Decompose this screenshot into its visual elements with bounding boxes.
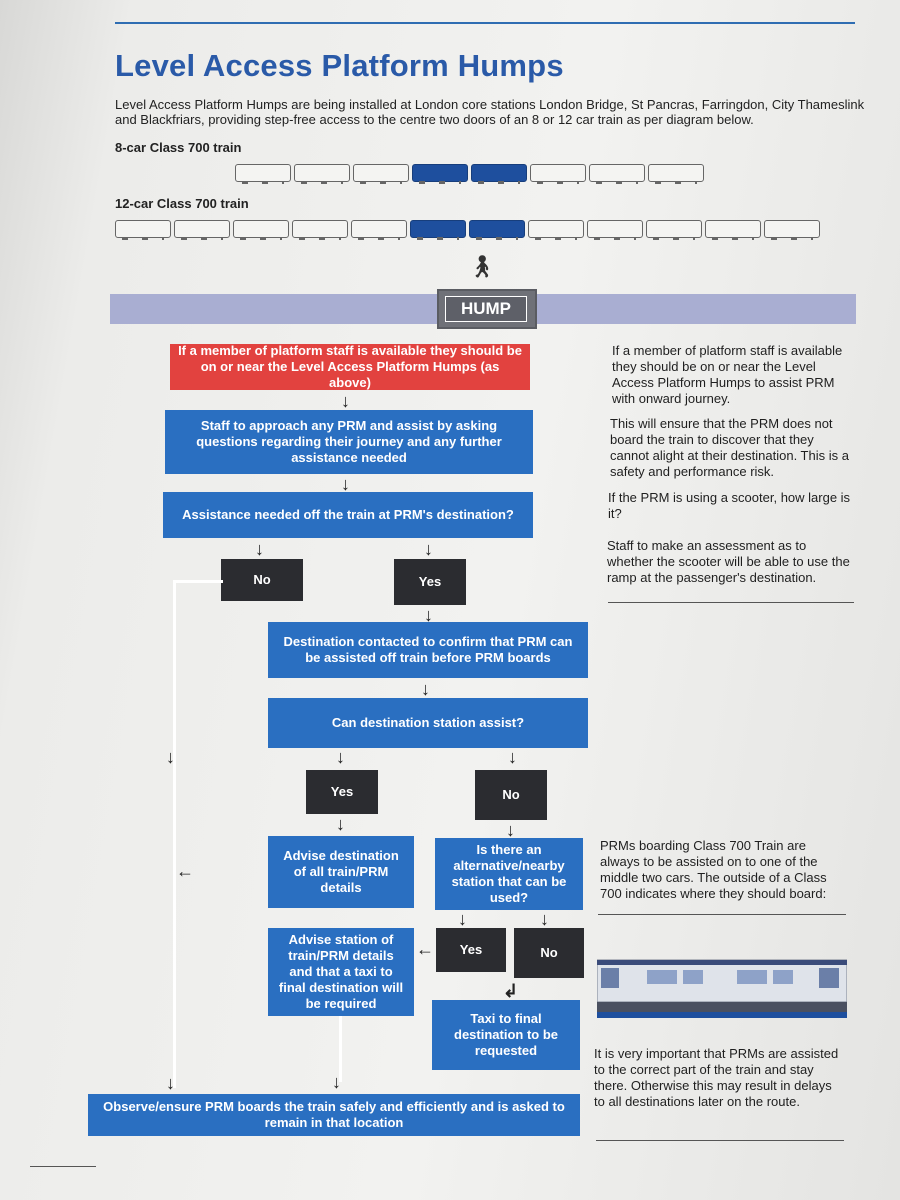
train-car (530, 164, 586, 184)
train-track (597, 1012, 847, 1018)
side-note-importance: It is very important that PRMs are assis… (594, 1046, 839, 1109)
train-car (292, 220, 348, 240)
down-arrow-icon: ↓ (421, 679, 430, 699)
connector-line (339, 1016, 342, 1082)
train-car-middle (410, 220, 466, 240)
divider (598, 914, 846, 915)
eight-car-label: 8-car Class 700 train (115, 140, 242, 155)
train-window (647, 970, 677, 984)
down-arrow-icon: ↓ (506, 820, 515, 840)
train-body (597, 959, 847, 1003)
flow-step-observe-boarding: Observe/ensure PRM boards the train safe… (88, 1094, 580, 1136)
down-arrow-icon: ↓ (336, 814, 345, 834)
class-700-train-illustration (597, 959, 847, 1018)
connector-line (173, 580, 176, 1088)
eight-car-train (235, 164, 704, 184)
down-arrow-icon: ↓ (341, 474, 350, 494)
side-note-assessment: Staff to make an assessment as to whethe… (607, 538, 850, 585)
down-arrow-icon: ↓ (255, 539, 264, 559)
flow-step-staff-available: If a member of platform staff is availab… (170, 343, 530, 390)
side-note-safety: This will ensure that the PRM does not b… (610, 416, 849, 479)
train-car (235, 164, 291, 184)
train-car (233, 220, 289, 240)
twelve-car-train (115, 220, 820, 240)
train-car (174, 220, 230, 240)
down-arrow-icon: ↓ (424, 605, 433, 625)
intro-text: Level Access Platform Humps are being in… (115, 97, 865, 127)
train-car (294, 164, 350, 184)
flow-step-contact-destination: Destination contacted to confirm that PR… (268, 622, 588, 678)
train-car (353, 164, 409, 184)
train-car-middle (471, 164, 527, 184)
side-note-staff: If a member of platform staff is availab… (612, 343, 843, 406)
train-roof-stripe (597, 960, 847, 965)
down-arrow-icon: ↓ (341, 391, 350, 411)
flow-answer-no: No (221, 559, 303, 601)
train-car (705, 220, 761, 240)
down-arrow-icon: ↓ (336, 747, 345, 767)
down-arrow-icon: ↲ (503, 981, 519, 1001)
train-window (773, 970, 793, 984)
train-car (587, 220, 643, 240)
flow-answer-no: No (475, 770, 547, 820)
train-car (528, 220, 584, 240)
flow-step-taxi-request: Taxi to final destination to be requeste… (432, 1000, 580, 1070)
train-car (646, 220, 702, 240)
train-car (648, 164, 704, 184)
down-arrow-icon: ↓ (424, 539, 433, 559)
person-icon: 🚶︎ (468, 254, 496, 279)
flow-step-advise-station-taxi: Advise station of train/PRM details and … (268, 928, 414, 1016)
flow-answer-no: No (514, 928, 584, 978)
side-note-boarding-cars: PRMs boarding Class 700 Train are always… (600, 838, 827, 901)
flow-answer-yes: Yes (306, 770, 378, 814)
train-window (737, 970, 767, 984)
down-arrow-icon: ↓ (332, 1072, 341, 1092)
divider (608, 602, 854, 603)
train-car (589, 164, 645, 184)
down-arrow-icon: ↓ (166, 1073, 175, 1093)
hump-label: HUMP (445, 296, 527, 322)
flow-question-destination-assist: Can destination station assist? (268, 698, 588, 748)
flow-question-alternative-station: Is there an alternative/nearby station t… (435, 838, 583, 910)
left-arrow-icon: ← (176, 861, 194, 881)
train-car (115, 220, 171, 240)
divider (596, 1140, 844, 1141)
left-arrow-icon: ← (416, 939, 434, 959)
down-arrow-icon: ↓ (166, 747, 175, 767)
flow-step-approach-prm: Staff to approach any PRM and assist by … (165, 410, 533, 474)
train-car (764, 220, 820, 240)
connector-line (173, 580, 223, 583)
down-arrow-icon: ↓ (458, 909, 467, 929)
down-arrow-icon: ↓ (508, 747, 517, 767)
flow-step-advise-destination: Advise destination of all train/PRM deta… (268, 836, 414, 908)
train-car-middle (412, 164, 468, 184)
train-underframe (597, 1002, 847, 1014)
flow-answer-yes: Yes (394, 559, 466, 605)
page-title: Level Access Platform Humps (115, 48, 564, 83)
side-note-scooter: If the PRM is using a scooter, how large… (608, 490, 851, 521)
flow-question-assistance-needed: Assistance needed off the train at PRM's… (163, 492, 533, 538)
down-arrow-icon: ↓ (540, 909, 549, 929)
twelve-car-label: 12-car Class 700 train (115, 196, 249, 211)
train-window (683, 970, 703, 984)
train-car-middle (469, 220, 525, 240)
train-door (601, 968, 619, 988)
flow-answer-yes: Yes (436, 928, 506, 972)
train-car (351, 220, 407, 240)
footer-rule (30, 1166, 96, 1167)
top-rule (115, 22, 855, 24)
train-door (819, 968, 839, 988)
